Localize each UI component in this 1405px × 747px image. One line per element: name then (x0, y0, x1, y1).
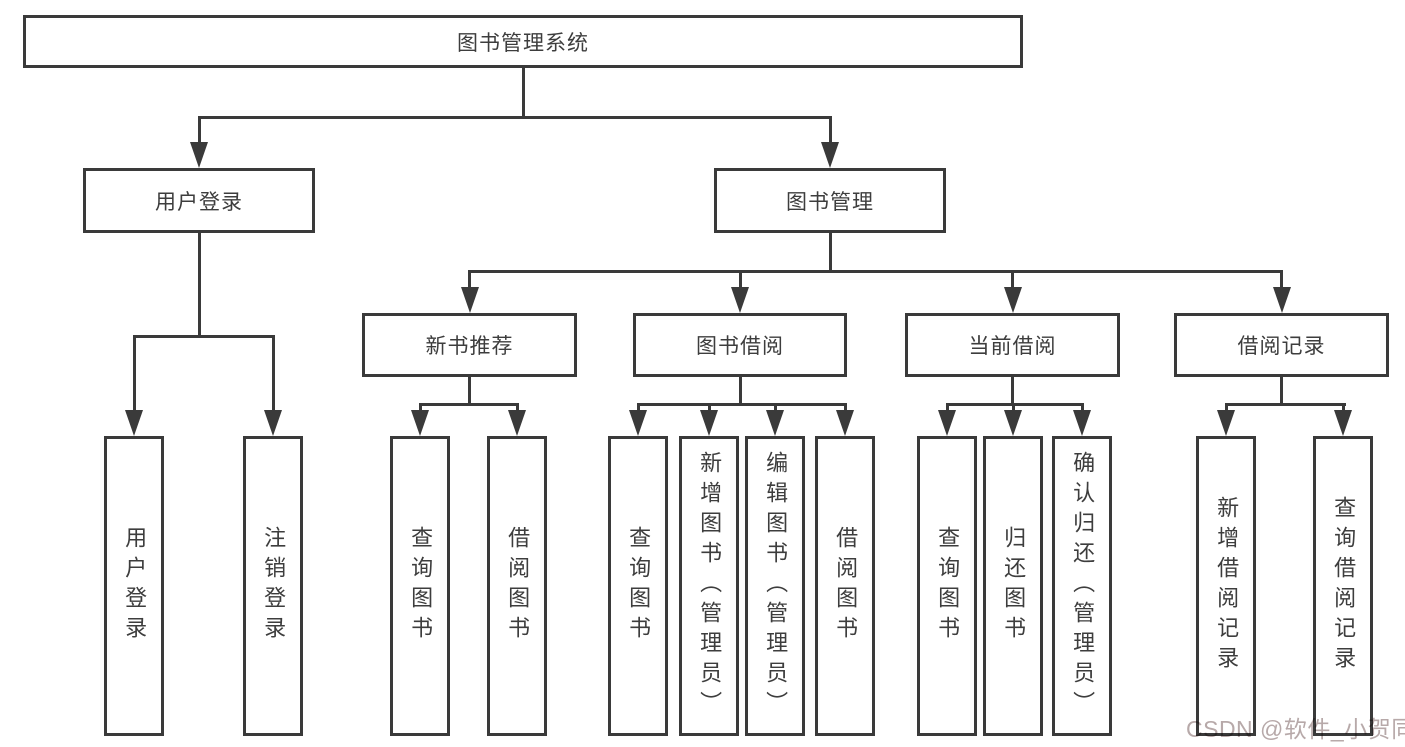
leaf-cb-return-books: 归还图书 (983, 436, 1043, 736)
leaf-bb-edit-books-admin: 编辑图书（管理员） (745, 436, 805, 736)
edge-stub-new-books (468, 273, 471, 289)
leaf-br-query-record: 查询借阅记录 (1313, 436, 1373, 736)
node-current-borrowing: 当前借阅 (905, 313, 1120, 377)
node-book-borrowing: 图书借阅 (633, 313, 847, 377)
arrowhead-bb-edit (766, 410, 784, 436)
edge-user-login-split (132, 335, 275, 338)
edge-stub-user-login (197, 119, 201, 144)
edge-level1-horizontal (197, 116, 832, 119)
arrowhead-current-borrow (1003, 287, 1022, 313)
leaf-nb-borrow-books-label: 借阅图书 (505, 526, 531, 646)
edge-root-vertical (521, 68, 525, 119)
edge-current-borrow-vertical (1011, 377, 1014, 405)
edge-book-borrow-split (636, 403, 847, 406)
node-new-books-label: 新书推荐 (425, 335, 514, 358)
edge-current-borrow-split (945, 403, 1084, 406)
leaf-login-label: 用户登录 (122, 526, 148, 646)
leaf-nb-query-books: 查询图书 (390, 436, 450, 736)
arrowhead-cb-query (938, 410, 956, 436)
edge-new-books-split (418, 403, 519, 406)
leaf-br-query-record-label: 查询借阅记录 (1331, 496, 1357, 676)
arrowhead-logout (264, 410, 282, 436)
arrowhead-br-query (1334, 410, 1352, 436)
node-new-books: 新书推荐 (362, 313, 577, 377)
arrowhead-br-add (1217, 410, 1235, 436)
node-book-management-label: 图书管理 (786, 190, 874, 214)
edge-user-login-vertical (197, 233, 201, 335)
leaf-cb-query-books: 查询图书 (917, 436, 977, 736)
arrowhead-nb-borrow (508, 410, 526, 436)
edge-stub-logout (271, 338, 275, 412)
arrowhead-book-mgmt (821, 142, 839, 168)
arrowhead-cb-confirm (1073, 410, 1091, 436)
edge-stub-borrow-records (1280, 273, 1283, 289)
leaf-br-add-record-label: 新增借阅记录 (1214, 496, 1240, 676)
leaf-bb-add-books-admin: 新增图书（管理员） (679, 436, 739, 736)
arrowhead-book-borrow (731, 287, 749, 313)
leaf-nb-query-books-label: 查询图书 (408, 526, 434, 646)
leaf-cb-return-books-label: 归还图书 (1001, 526, 1027, 646)
node-user-login: 用户登录 (83, 168, 315, 233)
arrowhead-login (125, 410, 143, 436)
edge-new-books-vertical (468, 377, 471, 405)
edge-stub-login (132, 338, 136, 412)
node-root-label: 图书管理系统 (457, 31, 589, 55)
edge-stub-book-mgmt (828, 119, 832, 144)
edge-borrow-records-split (1224, 403, 1346, 406)
edge-book-borrow-vertical (738, 377, 742, 405)
leaf-bb-add-books-admin-label: 新增图书（管理员） (697, 451, 723, 721)
leaf-cb-confirm-return-admin-label: 确认归还（管理员） (1070, 451, 1096, 721)
arrowhead-nb-query (411, 410, 429, 436)
leaf-bb-edit-books-admin-label: 编辑图书（管理员） (763, 451, 789, 721)
node-current-borrowing-label: 当前借阅 (968, 335, 1057, 358)
leaf-login: 用户登录 (104, 436, 164, 736)
arrowhead-bb-add (700, 410, 718, 436)
arrowhead-new-books (460, 287, 479, 313)
node-borrow-records: 借阅记录 (1174, 313, 1389, 377)
edge-book-mgmt-vertical (828, 233, 832, 270)
leaf-bb-borrow-books: 借阅图书 (815, 436, 875, 736)
arrowhead-cb-return (1004, 410, 1022, 436)
edge-stub-book-borrow (738, 273, 742, 289)
leaf-logout-label: 注销登录 (261, 526, 287, 646)
edge-borrow-records-vertical (1280, 377, 1283, 405)
leaf-br-add-record: 新增借阅记录 (1196, 436, 1256, 736)
arrowhead-bb-borrow (836, 410, 854, 436)
leaf-cb-query-books-label: 查询图书 (935, 526, 961, 646)
leaf-bb-query-books-label: 查询图书 (626, 526, 652, 646)
node-root: 图书管理系统 (23, 15, 1023, 68)
node-book-borrowing-label: 图书借阅 (696, 335, 784, 358)
node-borrow-records-label: 借阅记录 (1237, 335, 1326, 358)
arrowhead-bb-query (629, 410, 647, 436)
node-user-login-label: 用户登录 (155, 190, 243, 214)
leaf-logout: 注销登录 (243, 436, 303, 736)
arrowhead-borrow-records (1272, 287, 1291, 313)
leaf-cb-confirm-return-admin: 确认归还（管理员） (1052, 436, 1112, 736)
edge-level2-horizontal (468, 270, 1283, 273)
edge-stub-current-borrow (1011, 273, 1014, 289)
leaf-bb-borrow-books-label: 借阅图书 (833, 526, 859, 646)
leaf-bb-query-books: 查询图书 (608, 436, 668, 736)
arrowhead-user-login (190, 142, 208, 168)
watermark: CSDN @软件_小贺同学 (1186, 716, 1405, 742)
node-book-management: 图书管理 (714, 168, 946, 233)
leaf-nb-borrow-books: 借阅图书 (487, 436, 547, 736)
